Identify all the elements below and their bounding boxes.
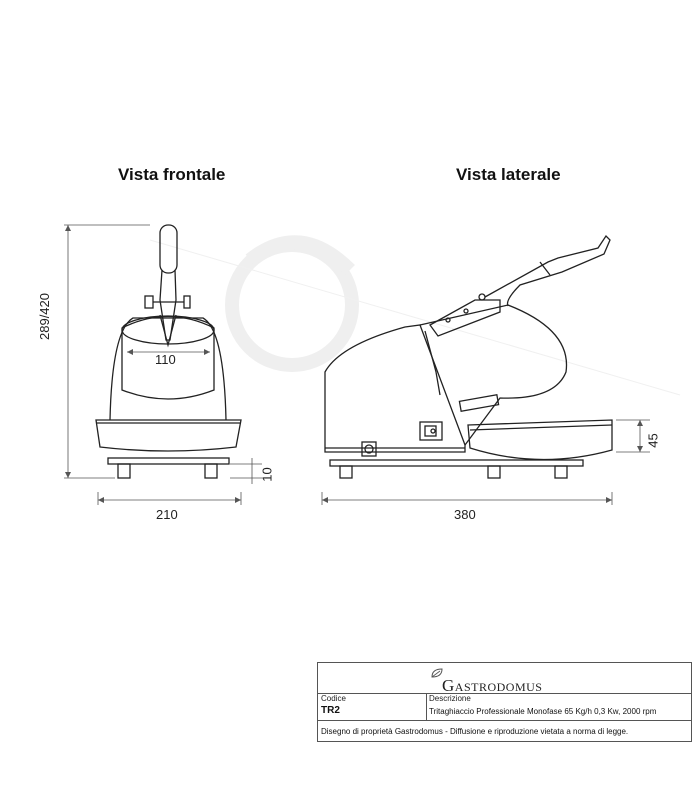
info-row: Codice TR2 Descrizione Tritaghiaccio Pro…	[318, 693, 691, 721]
brand-leaf-icon	[431, 668, 443, 678]
description-value: Tritaghiaccio Professionale Monofase 65 …	[429, 707, 657, 716]
side-body	[324, 324, 466, 453]
title-block: GASTRODOMUS Codice TR2 Descrizione Trita…	[317, 662, 692, 742]
dimension-lines	[64, 224, 650, 505]
side-hopper	[419, 304, 568, 446]
front-base	[107, 457, 230, 465]
ownership-notice: Disegno di proprietà Gastrodomus - Diffu…	[321, 727, 629, 736]
brand-initial: G	[442, 676, 455, 695]
side-base	[329, 459, 584, 467]
code-value: TR2	[321, 705, 340, 716]
side-view-title: Vista laterale	[456, 165, 561, 184]
front-handle	[159, 224, 178, 274]
dimension-inner-width: 110	[155, 352, 176, 367]
dimension-side-length: 380	[454, 507, 476, 522]
code-cell: Codice TR2	[318, 693, 427, 720]
dimension-front-width: 210	[156, 507, 178, 522]
front-view	[95, 224, 242, 479]
dimension-tray-height: 45	[645, 433, 661, 448]
side-view	[324, 234, 613, 479]
dimension-height: 289/420	[37, 293, 52, 340]
dimension-arrows	[65, 225, 643, 503]
front-view-title: Vista frontale	[118, 165, 226, 184]
code-label: Codice	[321, 694, 346, 703]
watermark-line	[149, 239, 681, 396]
brand-rest: ASTRODOMUS	[454, 680, 543, 694]
brand-row: GASTRODOMUS	[318, 663, 691, 696]
dimension-foot-height: 10	[259, 467, 275, 482]
side-switch	[419, 421, 443, 441]
front-body	[109, 317, 227, 421]
description-cell: Descrizione Tritaghiaccio Professionale …	[426, 693, 691, 720]
brand-name: GASTRODOMUS	[442, 676, 542, 696]
description-label: Descrizione	[429, 694, 471, 703]
front-tray	[95, 419, 242, 452]
side-lever	[484, 234, 611, 307]
watermark-logo	[225, 235, 359, 372]
